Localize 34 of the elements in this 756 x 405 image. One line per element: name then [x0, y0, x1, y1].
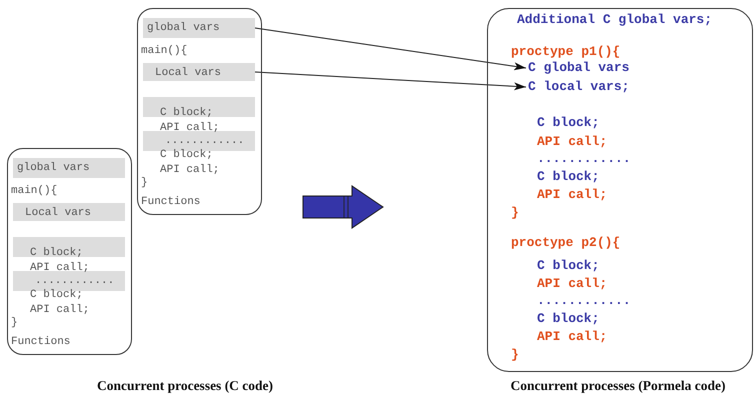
code-line: C block; [537, 311, 600, 327]
code-line: proctype p2(){ [511, 235, 620, 251]
code-line: main(){ [141, 44, 188, 58]
code-line: C block; API call; [30, 288, 90, 317]
code-line: } [511, 205, 519, 221]
empty-highlight-bar [143, 97, 255, 117]
code-line: } [11, 316, 18, 330]
arrow [254, 28, 526, 70]
code-line: proctype p1(){ [511, 44, 620, 60]
code-line: Additional C global vars; [517, 12, 712, 28]
code-line: C local vars; [528, 79, 630, 95]
code-line: C global vars [528, 60, 630, 76]
code-line: API call; [537, 134, 608, 150]
code-line: Functions [141, 195, 200, 210]
code-line: C block; [537, 258, 600, 274]
code-line: } [141, 176, 148, 190]
code-line: Functions [11, 335, 70, 350]
caption: Concurrent processes (Pormela code) [510, 378, 726, 394]
code-line: } [511, 347, 519, 363]
code-line: main(){ [11, 184, 58, 198]
code-line: C block; [537, 169, 600, 185]
code-line: C block; API call; [160, 148, 220, 177]
c-code-box [137, 8, 262, 215]
code-line: ............ [537, 151, 631, 167]
code-line: C block; [537, 115, 600, 131]
caption: Concurrent processes (C code) [96, 378, 274, 394]
empty-highlight-bar [13, 237, 125, 257]
code-line: API call; [537, 276, 608, 292]
code-line: API call; [537, 329, 608, 345]
code-line: ............ [537, 293, 631, 309]
arrow [254, 72, 526, 90]
code-line: API call; [537, 187, 608, 203]
c-code-box [7, 148, 132, 355]
promela-code-box [487, 8, 753, 372]
